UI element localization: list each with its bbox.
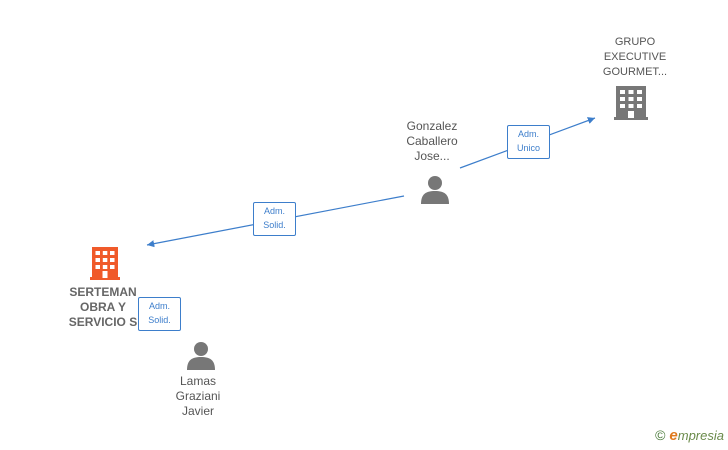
building-icon[interactable] bbox=[614, 84, 648, 120]
node-gonzalez-label[interactable]: Gonzalez Caballero Jose... bbox=[382, 119, 482, 164]
node-grupo-line-2: EXECUTIVE bbox=[603, 51, 667, 63]
node-lamas-line-2: Graziani bbox=[175, 389, 221, 403]
edge-label-adm-unico[interactable]: Adm. Unico bbox=[507, 125, 550, 159]
building-icon-main[interactable] bbox=[90, 245, 120, 280]
node-gonzalez-line-1: Gonzalez bbox=[406, 119, 458, 133]
node-gonzalez-line-3: Jose... bbox=[414, 149, 450, 163]
copyright-icon: © bbox=[655, 427, 666, 443]
brand-logo: ©empresia bbox=[655, 427, 724, 444]
edge-label-adm-solid-lamas[interactable]: Adm. Solid. bbox=[138, 297, 181, 331]
brand-initial: e bbox=[669, 427, 678, 444]
node-grupo-label[interactable]: GRUPO EXECUTIVE GOURMET... bbox=[580, 35, 690, 80]
node-lamas-line-3: Javier bbox=[181, 404, 214, 418]
node-grupo-line-3: GOURMET... bbox=[602, 66, 668, 78]
edge-label-line-1: Adm. bbox=[148, 301, 170, 311]
node-serteman-line-1: SERTEMAN bbox=[69, 285, 137, 299]
node-gonzalez-line-2: Caballero bbox=[406, 134, 458, 148]
node-serteman-label[interactable]: SERTEMAN OBRA Y SERVICIO S bbox=[50, 285, 156, 330]
node-grupo-line-1: GRUPO bbox=[614, 36, 656, 48]
person-icon-lamas[interactable] bbox=[186, 340, 216, 370]
edge-label-line-2: Solid. bbox=[148, 315, 171, 325]
edge-label-line-2: Unico bbox=[516, 143, 540, 153]
node-lamas-line-1: Lamas bbox=[179, 374, 217, 388]
edge-label-adm-solid[interactable]: Adm. Solid. bbox=[253, 202, 296, 236]
node-serteman-line-2: OBRA Y bbox=[79, 300, 126, 314]
brand-name: mpresia bbox=[677, 428, 724, 443]
edge-label-line-2: Solid. bbox=[263, 220, 286, 230]
node-lamas-label[interactable]: Lamas Graziani Javier bbox=[148, 374, 248, 419]
edge-label-line-1: Adm. bbox=[263, 206, 285, 216]
node-serteman-line-3: SERVICIO S bbox=[68, 315, 138, 329]
person-icon[interactable] bbox=[420, 174, 450, 204]
edge-label-line-1: Adm. bbox=[517, 129, 539, 139]
